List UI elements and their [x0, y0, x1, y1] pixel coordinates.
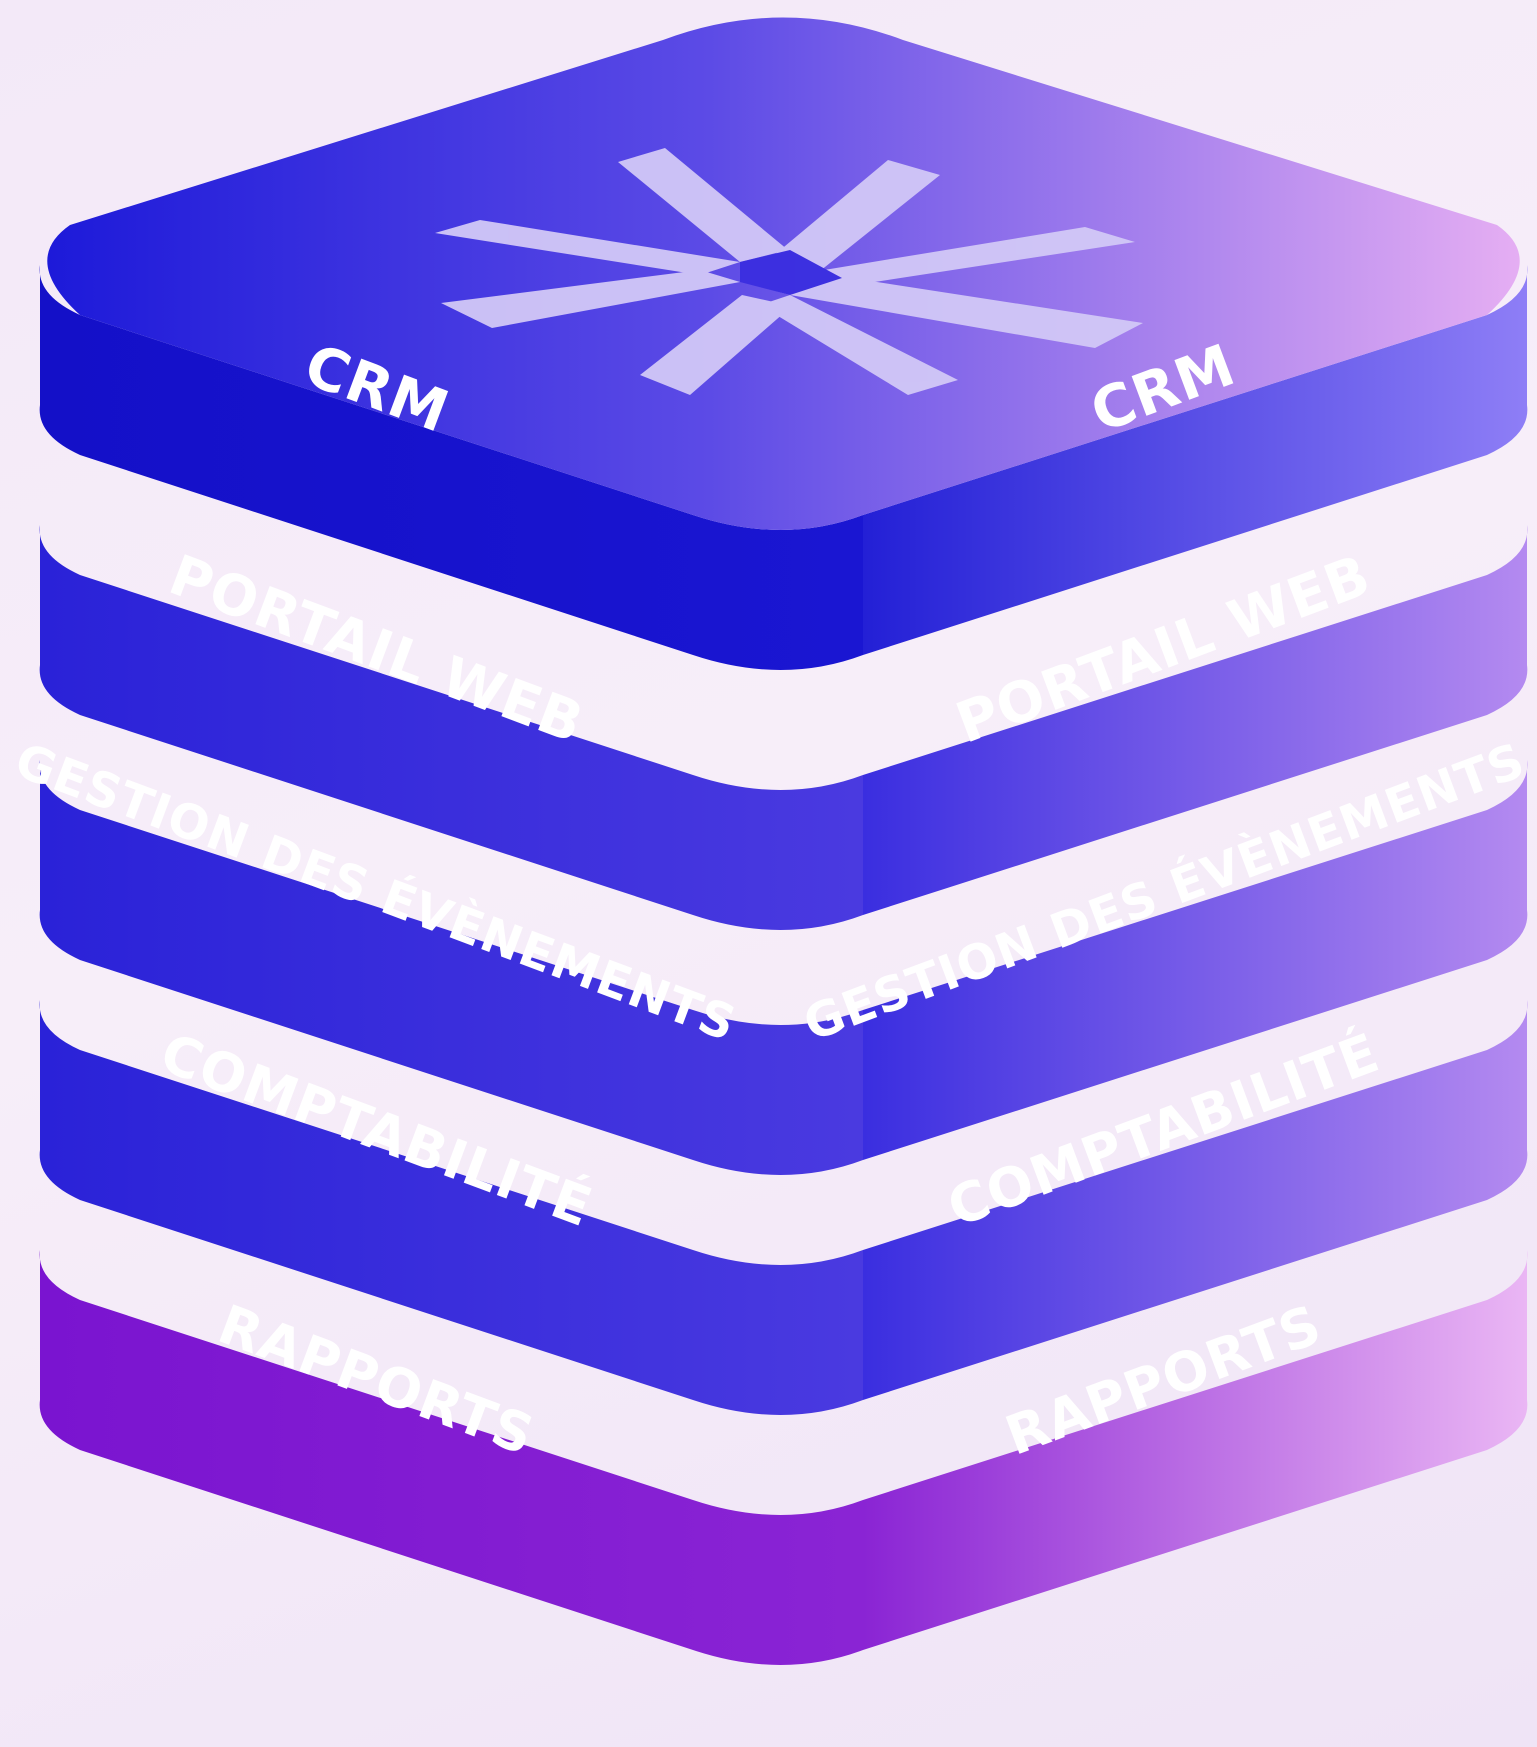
layer-side-right: [863, 1000, 1528, 1400]
layer-side-left: [39, 1250, 863, 1665]
layer-comptabilite: [39, 1000, 1528, 1415]
layer-side-right: [863, 760, 1528, 1160]
layer-side-left: [39, 760, 863, 1175]
layer-gestion-evenements: [39, 760, 1528, 1175]
layer-side-left: [39, 1000, 863, 1415]
asterisk-star-icon: [435, 148, 1143, 395]
layer-side-left: [39, 525, 863, 930]
layer-portail-web: [39, 525, 1528, 930]
layer-side-right: [863, 1250, 1528, 1650]
layer-side-left: [39, 265, 863, 670]
layer-side-right: [863, 525, 1528, 915]
layer-rapports: [39, 1250, 1528, 1665]
layer-side-right: [863, 265, 1528, 655]
